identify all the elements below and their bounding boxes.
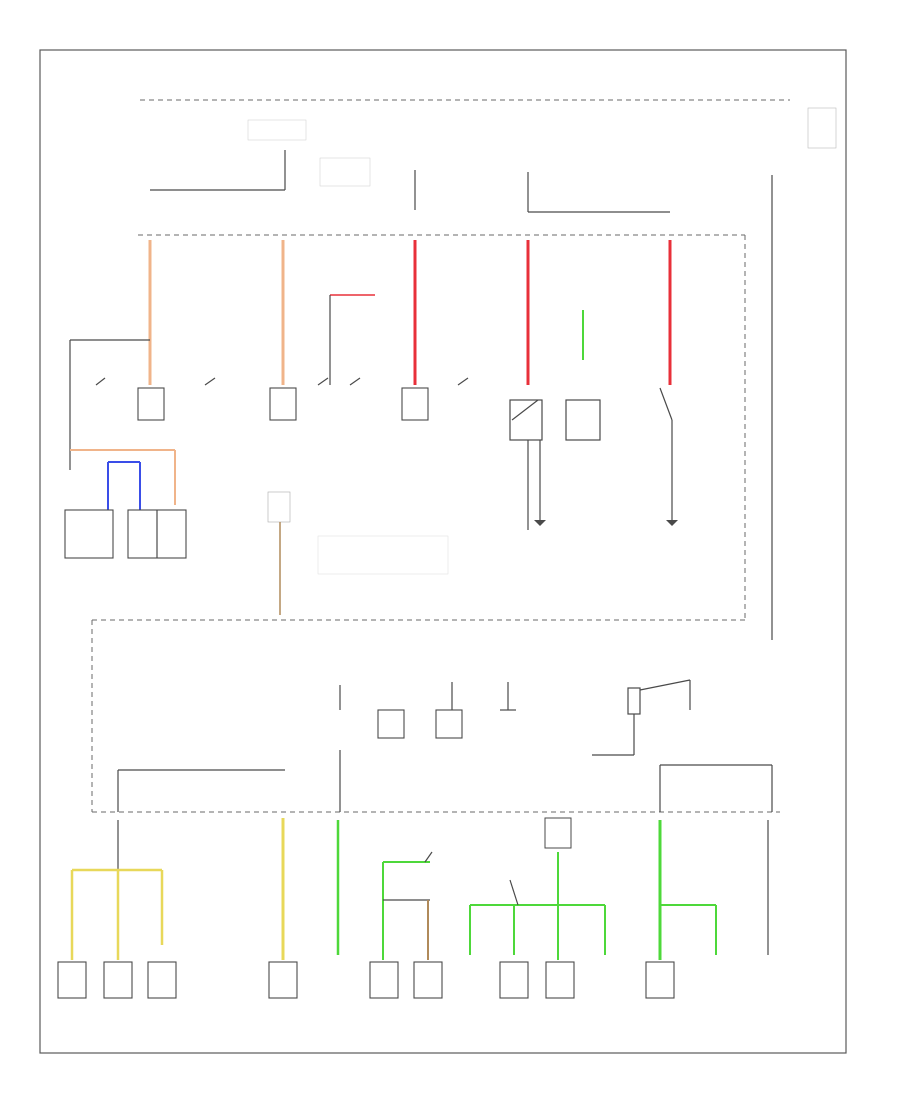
lower-components bbox=[57, 817, 675, 999]
upper-components bbox=[69, 339, 678, 530]
left-relays bbox=[64, 509, 187, 559]
diagram-frame bbox=[39, 49, 847, 1054]
fuse-block-top bbox=[150, 119, 670, 213]
center-connector bbox=[267, 491, 291, 615]
legend-list bbox=[317, 535, 449, 575]
middle-components bbox=[117, 679, 773, 812]
top-right-note bbox=[807, 107, 837, 149]
